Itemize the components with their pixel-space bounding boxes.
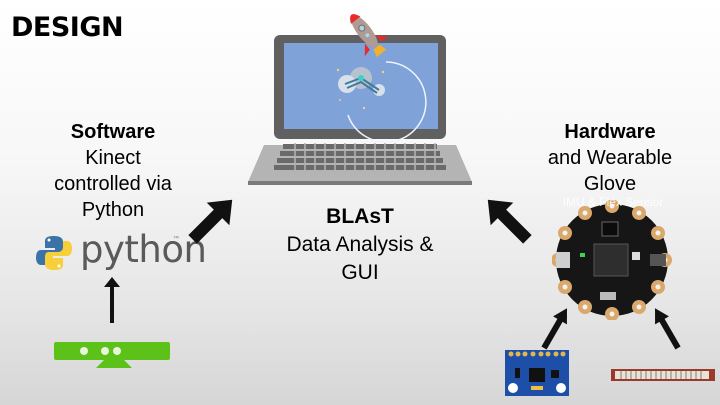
imu-module-icon: [505, 350, 569, 396]
slide-title: DESIGN: [11, 12, 124, 43]
blast-line: GUI: [341, 261, 379, 284]
arrow-icon: [104, 277, 120, 323]
blast-block: BLAsT Data Analysis & GUI: [262, 203, 458, 287]
imu-flex-label: IMU & Flex Sensor: [562, 195, 664, 209]
software-block: Software Kinect controlled via Python: [28, 119, 198, 223]
flex-sensor-icon: [611, 369, 715, 381]
arrow-icon: [541, 308, 567, 350]
hardware-line: Glove: [583, 173, 637, 195]
hardware-line: and Wearable: [547, 147, 673, 169]
software-heading: Software: [70, 121, 156, 143]
laptop-base: [248, 145, 472, 182]
hardware-heading: Hardware: [564, 121, 656, 143]
laptop-icon: [248, 14, 472, 185]
gears-icon: [336, 61, 427, 143]
flora-board-icon: [552, 200, 672, 320]
software-line: Python: [81, 199, 145, 221]
python-trademark: ™: [173, 236, 179, 242]
blast-heading: BLAsT: [326, 205, 394, 228]
hardware-block: Hardware and Wearable Glove: [525, 119, 695, 197]
kinect-sensor-icon: [54, 342, 170, 368]
python-logo-text: python: [80, 228, 207, 271]
keyboard-gaps: [294, 143, 436, 171]
blast-line: Data Analysis &: [286, 233, 434, 256]
keyboard: [274, 144, 446, 170]
arrow-icon: [487, 199, 532, 244]
arrow-icon: [188, 199, 233, 244]
arrow-icon: [655, 308, 681, 350]
rocket-icon: [350, 14, 389, 58]
software-line: controlled via: [54, 173, 172, 195]
python-logo-icon: [36, 236, 72, 270]
software-line: Kinect: [85, 147, 141, 169]
